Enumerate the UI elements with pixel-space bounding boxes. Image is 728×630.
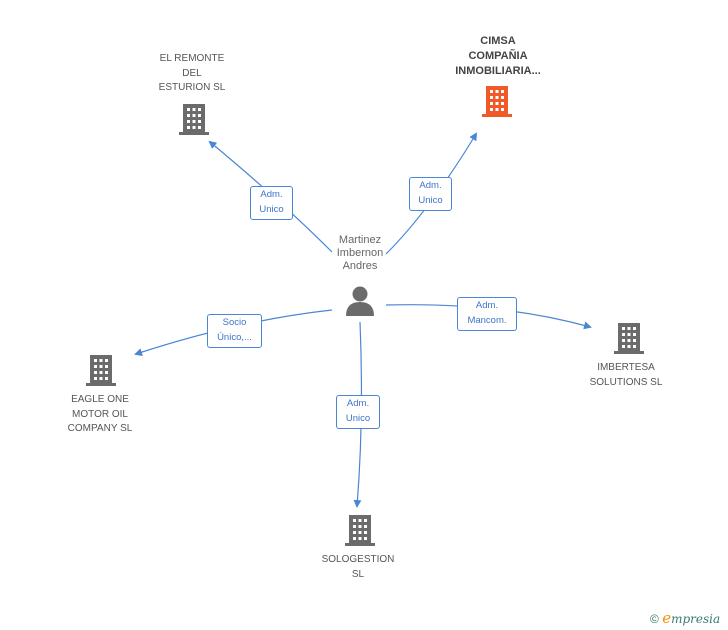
company-label-eagle-one[interactable]: EAGLE ONE MOTOR OIL COMPANY SL — [67, 394, 133, 434]
company-label-el-remonte[interactable]: EL REMONTE DEL ESTURION SL — [158, 53, 226, 93]
relation-label-eagle-one: Socio Único,... — [207, 314, 262, 348]
building-icon-cimsa[interactable] — [482, 86, 512, 117]
empresia-logo: empresia — [662, 609, 721, 627]
relation-label-imbertesa: Adm. Mancom. — [457, 297, 517, 331]
relation-label-sologestion: Adm. Unico — [336, 395, 380, 429]
company-label-sologestion[interactable]: SOLOGESTION SL — [321, 554, 395, 580]
building-icon-sologestion[interactable] — [345, 515, 375, 546]
relation-label-el-remonte: Adm. Unico — [250, 186, 293, 220]
copyright-symbol: © — [650, 612, 659, 626]
person-icon[interactable] — [346, 286, 374, 317]
building-icon-eagle-one[interactable] — [86, 355, 116, 386]
company-label-imbertesa[interactable]: IMBERTESA SOLUTIONS SL — [589, 362, 663, 388]
person-label[interactable]: Martinez Imbernon Andres — [336, 234, 384, 272]
relation-label-cimsa: Adm. Unico — [409, 177, 452, 211]
building-icon-imbertesa[interactable] — [614, 323, 644, 354]
building-icon-el-remonte[interactable] — [179, 104, 209, 135]
company-label-cimsa[interactable]: CIMSA COMPAÑIA INMOBILIARIA... — [455, 35, 541, 77]
footer-brand: © empresia — [650, 609, 720, 627]
